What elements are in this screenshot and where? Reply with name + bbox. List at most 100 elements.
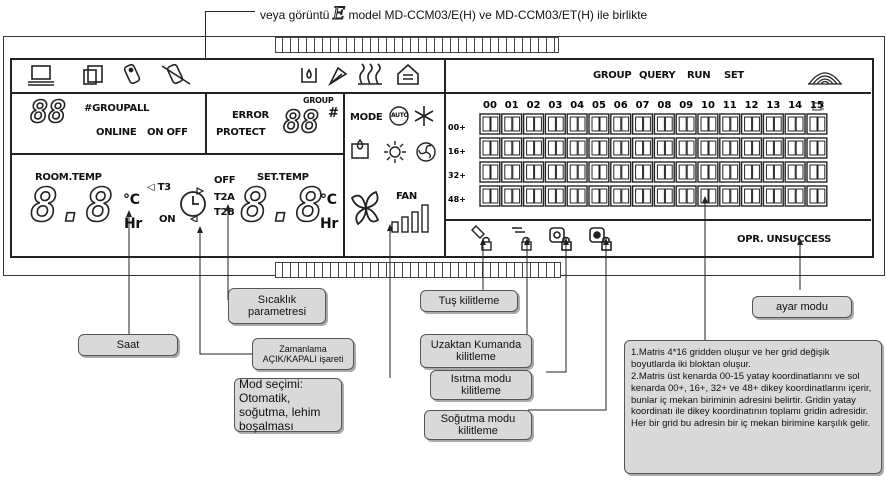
heat-lock-icon (549, 227, 572, 251)
top-icons (28, 63, 419, 87)
label-room-temp: ROOM.TEMP (35, 172, 102, 183)
header-leader (205, 11, 255, 12)
grid-cell (784, 161, 806, 183)
callout-mod: Mod seçimi: Otomatik, soğutma, lehim boş… (234, 377, 342, 433)
label-opr-unsuccess: OPR. UNSUCCESS (737, 234, 832, 245)
top-hatch-strip (275, 37, 559, 53)
grid-cell (762, 185, 784, 207)
grid-cell (522, 137, 545, 159)
label-group: GROUP (593, 70, 632, 81)
divider-v1 (444, 58, 446, 256)
grid-cell (479, 137, 501, 159)
divider-h4 (445, 219, 871, 221)
grid-cell (588, 113, 610, 135)
remote-icon (123, 63, 141, 85)
grid-cell (653, 161, 675, 183)
label-query: QUERY (639, 70, 676, 81)
grid-col-label: 15 (810, 100, 824, 111)
grid-cell (653, 185, 675, 207)
label-auto: AUTO (391, 112, 409, 119)
grid-cell (784, 113, 806, 135)
grid-col-label: 11 (723, 100, 737, 111)
grid-cell (740, 137, 763, 159)
grid-end-marker (812, 102, 824, 111)
header-suffix: model MD-CCM03/E(H) ve MD-CCM03/ET(H) il… (348, 8, 648, 22)
lock-icons (471, 225, 612, 251)
grid-cell (544, 185, 566, 207)
divider-v2 (205, 93, 207, 155)
water-icon (301, 68, 317, 83)
mode-icons (350, 106, 436, 233)
grid-cell (806, 161, 828, 183)
callout-saat: Saat (78, 334, 178, 356)
callout-sicaklik: Sıcaklık parametresi (228, 288, 326, 324)
label-mode: MODE (350, 112, 383, 123)
grid-cell (610, 185, 632, 207)
grid-cell (653, 137, 675, 159)
grid-cell (697, 185, 719, 207)
grid-cell (479, 161, 501, 183)
grid-cell (675, 161, 697, 183)
grid-col-label: 08 (657, 100, 671, 111)
divider-v3 (343, 93, 345, 256)
drop-icon (351, 138, 369, 159)
callout-zamanlama: Zamanlama AÇIK/KAPALI işareti (252, 338, 354, 370)
bottom-hatch-strip (275, 262, 561, 278)
grid-cell (675, 113, 697, 135)
grid-cell (697, 113, 719, 135)
grid-cell (566, 113, 588, 135)
wifi-icon (808, 72, 842, 85)
grid-cell (610, 137, 632, 159)
t3-text: T3 (157, 182, 171, 193)
grid-cell (697, 137, 719, 159)
grid-cell (806, 185, 828, 207)
label-on: ON (159, 214, 176, 225)
grid-cell (566, 137, 588, 159)
key-lock-icon (471, 225, 492, 251)
label-groupall: #GROUPALL (84, 103, 149, 114)
grid-cell (740, 185, 763, 207)
cool-lock-icon (589, 227, 612, 251)
snow-icon (414, 106, 434, 126)
fan-icon (350, 190, 380, 226)
divider-h3 (445, 92, 871, 94)
grid-col-label: 06 (614, 100, 628, 111)
grid-cell (522, 113, 545, 135)
grid-row-label: 48+ (448, 195, 466, 204)
grid-col-label: 00 (483, 100, 497, 111)
grid-col-label: 03 (548, 100, 562, 111)
callout-isitma: Isıtma modu kilitleme (430, 370, 532, 400)
grid-cell (631, 185, 654, 207)
grid-col-label: 04 (570, 100, 584, 111)
grid-cell (631, 137, 654, 159)
grid-row-label: 32+ (448, 171, 466, 180)
room-deg-c: °C (123, 192, 140, 208)
grid-cell (740, 161, 763, 183)
label-onoff: ON OFF (147, 127, 188, 138)
hash-symbol: # (84, 103, 93, 114)
grid-col-label: 01 (505, 100, 519, 111)
grid-cell (544, 137, 566, 159)
header-note: veya görüntü E model MD-CCM03/E(H) ve MD… (260, 4, 648, 25)
grid-cell (806, 113, 828, 135)
grid-cell (631, 161, 654, 183)
room-temp-digits: 8.8 (29, 177, 114, 233)
error-code-digits: 88 (282, 104, 320, 141)
label-online: ONLINE (96, 127, 137, 138)
label-off: OFF (214, 175, 236, 186)
grid-cell (762, 161, 784, 183)
error-hash: # (328, 106, 339, 121)
grid-col-label: 02 (527, 100, 541, 111)
callout-ayar: ayar modu (752, 296, 852, 318)
grid-cell (719, 161, 741, 183)
label-t2a: T2A (214, 192, 235, 203)
callout-sogutma: Soğutma modu kilitleme (424, 410, 532, 440)
grid-cell (610, 161, 632, 183)
label-group-small: GROUP (303, 96, 334, 105)
grid-cell (762, 113, 784, 135)
label-t2b: T2B (214, 207, 235, 218)
wind-icon (328, 66, 348, 87)
grid-cell (566, 161, 588, 183)
grid-col-label: 13 (766, 100, 780, 111)
grid-cell (784, 185, 806, 207)
